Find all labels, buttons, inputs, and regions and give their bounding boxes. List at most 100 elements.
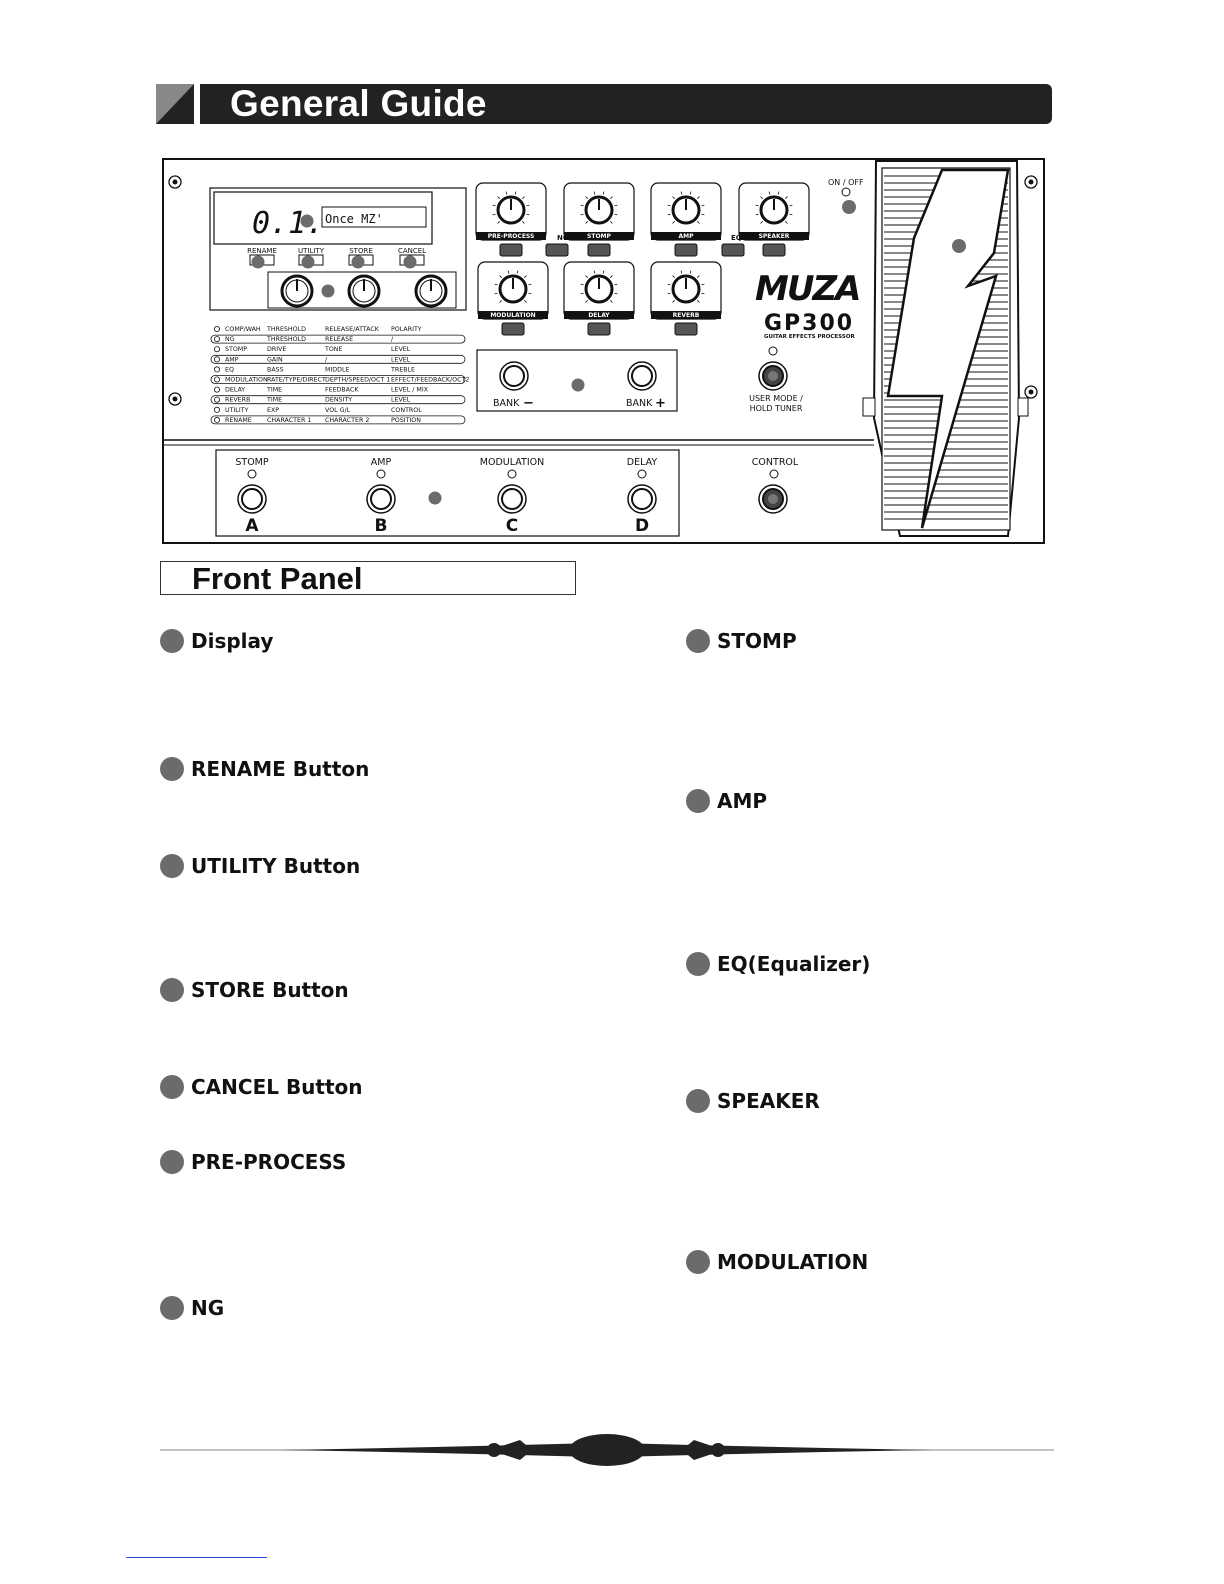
param-cell: TIME bbox=[266, 387, 282, 394]
param-cell: GAIN bbox=[267, 356, 283, 363]
footswitch-section bbox=[215, 449, 680, 537]
effect-knob-stomp[interactable]: STOMP bbox=[563, 182, 635, 257]
guide-item-display: Display bbox=[160, 626, 273, 656]
rename-button[interactable]: RENAME bbox=[247, 247, 277, 269]
eq-label: EQ bbox=[731, 234, 742, 242]
control-led bbox=[769, 469, 779, 479]
ng-label: NG bbox=[557, 234, 569, 242]
guide-item-rename-button: RENAME Button bbox=[160, 754, 369, 784]
callout-marker bbox=[952, 239, 966, 253]
header-banner bbox=[200, 84, 1052, 124]
param-cell: TREBLE bbox=[390, 366, 415, 373]
svg-text:GUITAR EFFECTS PROCESSOR: GUITAR EFFECTS PROCESSOR bbox=[764, 334, 856, 340]
bullet-marker bbox=[160, 854, 184, 878]
param-cell: VOL G/L bbox=[325, 407, 351, 414]
bank-down-footswitch[interactable] bbox=[499, 361, 529, 391]
callout-marker bbox=[428, 491, 442, 505]
bullet-marker bbox=[686, 952, 710, 976]
guide-item-stomp: STOMP bbox=[686, 626, 797, 656]
param-cell: DENSITY bbox=[325, 397, 352, 404]
svg-text:STORE: STORE bbox=[349, 247, 373, 255]
display-name-box bbox=[321, 206, 427, 228]
effect-knob-delay[interactable]: DELAY bbox=[563, 261, 635, 336]
svg-text:UTILITY: UTILITY bbox=[298, 247, 325, 255]
effect-knob-speaker[interactable]: SPEAKER bbox=[738, 182, 810, 257]
footswitch-label: DELAY bbox=[627, 457, 658, 468]
control-label: CONTROL bbox=[752, 457, 799, 468]
param-cell: RELEASE bbox=[325, 336, 353, 343]
param-cell: RENAME bbox=[225, 417, 252, 424]
param-cell: / bbox=[391, 336, 394, 343]
minus-icon: − bbox=[523, 396, 534, 411]
utility-button[interactable]: UTILITY bbox=[298, 247, 325, 269]
svg-text:GP300: GP300 bbox=[764, 311, 854, 336]
store-button[interactable]: STORE bbox=[348, 247, 374, 269]
guide-item-ng: NG bbox=[160, 1293, 224, 1323]
power-switch[interactable] bbox=[842, 200, 856, 214]
param-cell: RATE/TYPE/DIRECT bbox=[267, 377, 326, 384]
cancel-button[interactable]: CANCEL bbox=[398, 247, 426, 269]
parameter-knob[interactable] bbox=[347, 274, 381, 308]
param-cell: UTILITY bbox=[225, 407, 249, 414]
effect-knob-reverb[interactable]: REVERB bbox=[650, 261, 722, 336]
bullet-marker bbox=[160, 978, 184, 1002]
footswitch-letter: C bbox=[506, 516, 518, 536]
callout-marker bbox=[300, 214, 314, 228]
param-cell: LEVEL bbox=[391, 346, 411, 353]
parameter-knob[interactable] bbox=[280, 274, 314, 308]
param-cell: DELAY bbox=[225, 387, 245, 394]
param-cell: MODULATION bbox=[225, 377, 268, 384]
display-digits: 0.1. bbox=[252, 206, 324, 241]
display-name: Once MZ' bbox=[325, 212, 383, 226]
user-mode-led bbox=[768, 346, 778, 356]
bullet-marker bbox=[160, 1075, 184, 1099]
footswitch-d[interactable]: DELAY D bbox=[627, 457, 658, 536]
param-cell: LEVEL bbox=[391, 397, 411, 404]
callout-marker bbox=[321, 284, 335, 298]
guide-item-modulation: MODULATION bbox=[686, 1247, 868, 1277]
effect-knob-pre-process[interactable]: PRE-PROCESS bbox=[475, 182, 547, 257]
param-cell: TONE bbox=[324, 346, 343, 353]
bullet-marker bbox=[160, 1296, 184, 1320]
bank-up-footswitch[interactable] bbox=[627, 361, 657, 391]
guide-item-amp: AMP bbox=[686, 786, 767, 816]
effect-knob-modulation[interactable]: MODULATION bbox=[477, 261, 549, 336]
effect-knob-amp[interactable]: AMP bbox=[650, 182, 722, 257]
param-cell: NG bbox=[225, 336, 235, 343]
user-mode-label: USER MODE / bbox=[749, 394, 803, 403]
guide-item-store-button: STORE Button bbox=[160, 975, 349, 1005]
footswitch-letter: D bbox=[635, 516, 649, 536]
param-cell: THRESHOLD bbox=[266, 336, 306, 343]
param-cell: FEEDBACK bbox=[325, 387, 359, 394]
param-cell: EFFECT/FEEDBACK/OCT2 bbox=[391, 377, 469, 384]
device-illustration: 0.1. Once MZ' RENAME UTILITY STORE CANCE… bbox=[162, 158, 1045, 544]
bank-up-label: BANK bbox=[626, 398, 653, 409]
user-mode-footswitch[interactable] bbox=[758, 361, 788, 391]
bullet-marker bbox=[160, 629, 184, 653]
eq-button[interactable] bbox=[721, 243, 745, 257]
param-cell: CHARACTER 1 bbox=[267, 417, 311, 424]
control-footswitch[interactable] bbox=[758, 484, 788, 514]
footswitch-label: STOMP bbox=[235, 457, 269, 468]
param-cell: DRIVE bbox=[267, 346, 286, 353]
bank-down-label: BANK bbox=[493, 398, 520, 409]
expression-pedal[interactable] bbox=[862, 160, 1029, 537]
bullet-marker bbox=[686, 789, 710, 813]
param-cell: COMP/WAH bbox=[225, 326, 261, 333]
ng-button[interactable] bbox=[545, 243, 569, 257]
power-label: ON / OFF bbox=[828, 178, 864, 187]
power-led bbox=[841, 187, 851, 197]
svg-text:CANCEL: CANCEL bbox=[398, 247, 426, 255]
parameter-knob[interactable] bbox=[414, 274, 448, 308]
svg-text:REVERB: REVERB bbox=[673, 312, 700, 319]
param-row: NG THRESHOLD RELEASE / bbox=[210, 334, 466, 344]
